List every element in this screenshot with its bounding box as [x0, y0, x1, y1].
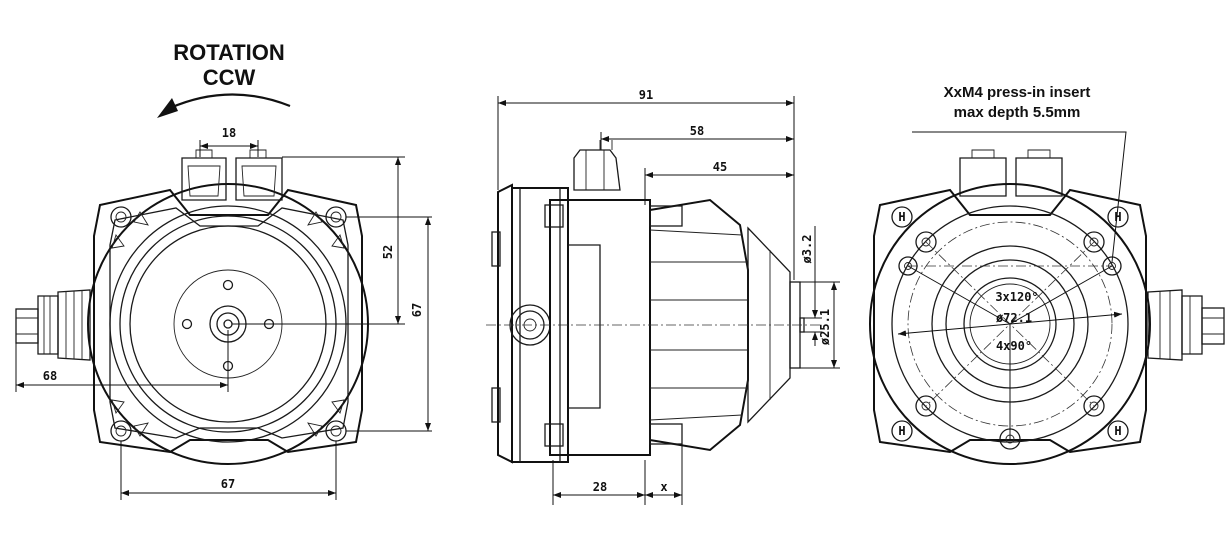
svg-text:H: H — [898, 210, 905, 224]
dim-28: 28 — [593, 480, 607, 494]
rotation-label: ROTATION CCW — [157, 40, 291, 118]
rotation-arrow — [169, 93, 291, 110]
dim-x: x — [660, 480, 667, 494]
dim-45: 45 — [713, 160, 727, 174]
rear-view: XxM4 press-in insert max depth 5.5mm — [869, 84, 1225, 465]
dim-hub-diameter: ø25.1 — [818, 309, 832, 345]
front-view: 18 52 67 68 67 — [15, 126, 432, 500]
svg-text:H: H — [898, 424, 905, 438]
side-view: 91 58 45 ø3.2 ø25.1 28 x — [486, 88, 840, 505]
dim-58: 58 — [690, 124, 704, 138]
label-4x90: 4x90° — [996, 339, 1032, 353]
cable-gland-left — [15, 289, 91, 361]
label-d72: ø72.1 — [996, 311, 1032, 325]
dim-shaft-diameter: ø3.2 — [800, 235, 814, 264]
rotation-line2: CCW — [203, 65, 256, 90]
insert-holes — [898, 231, 1122, 450]
rotation-line1: ROTATION — [173, 40, 285, 65]
svg-text:H: H — [1114, 210, 1121, 224]
label-3x120: 3x120° — [995, 290, 1038, 304]
dim-top-width: 18 — [222, 126, 236, 140]
insert-note-line1: XxM4 press-in insert — [944, 84, 1091, 101]
svg-text:H: H — [1114, 424, 1121, 438]
dim-height-52: 52 — [381, 245, 395, 259]
mount-screw-tl — [110, 206, 149, 249]
hex-bolts: H H H H — [891, 206, 1129, 442]
dim-bottom-67: 67 — [221, 477, 235, 491]
dim-cable-68: 68 — [43, 369, 57, 383]
dim-91: 91 — [639, 88, 653, 102]
terminal-blocks — [181, 149, 283, 201]
dim-height-67: 67 — [410, 303, 424, 317]
insert-note-line2: max depth 5.5mm — [954, 104, 1081, 121]
